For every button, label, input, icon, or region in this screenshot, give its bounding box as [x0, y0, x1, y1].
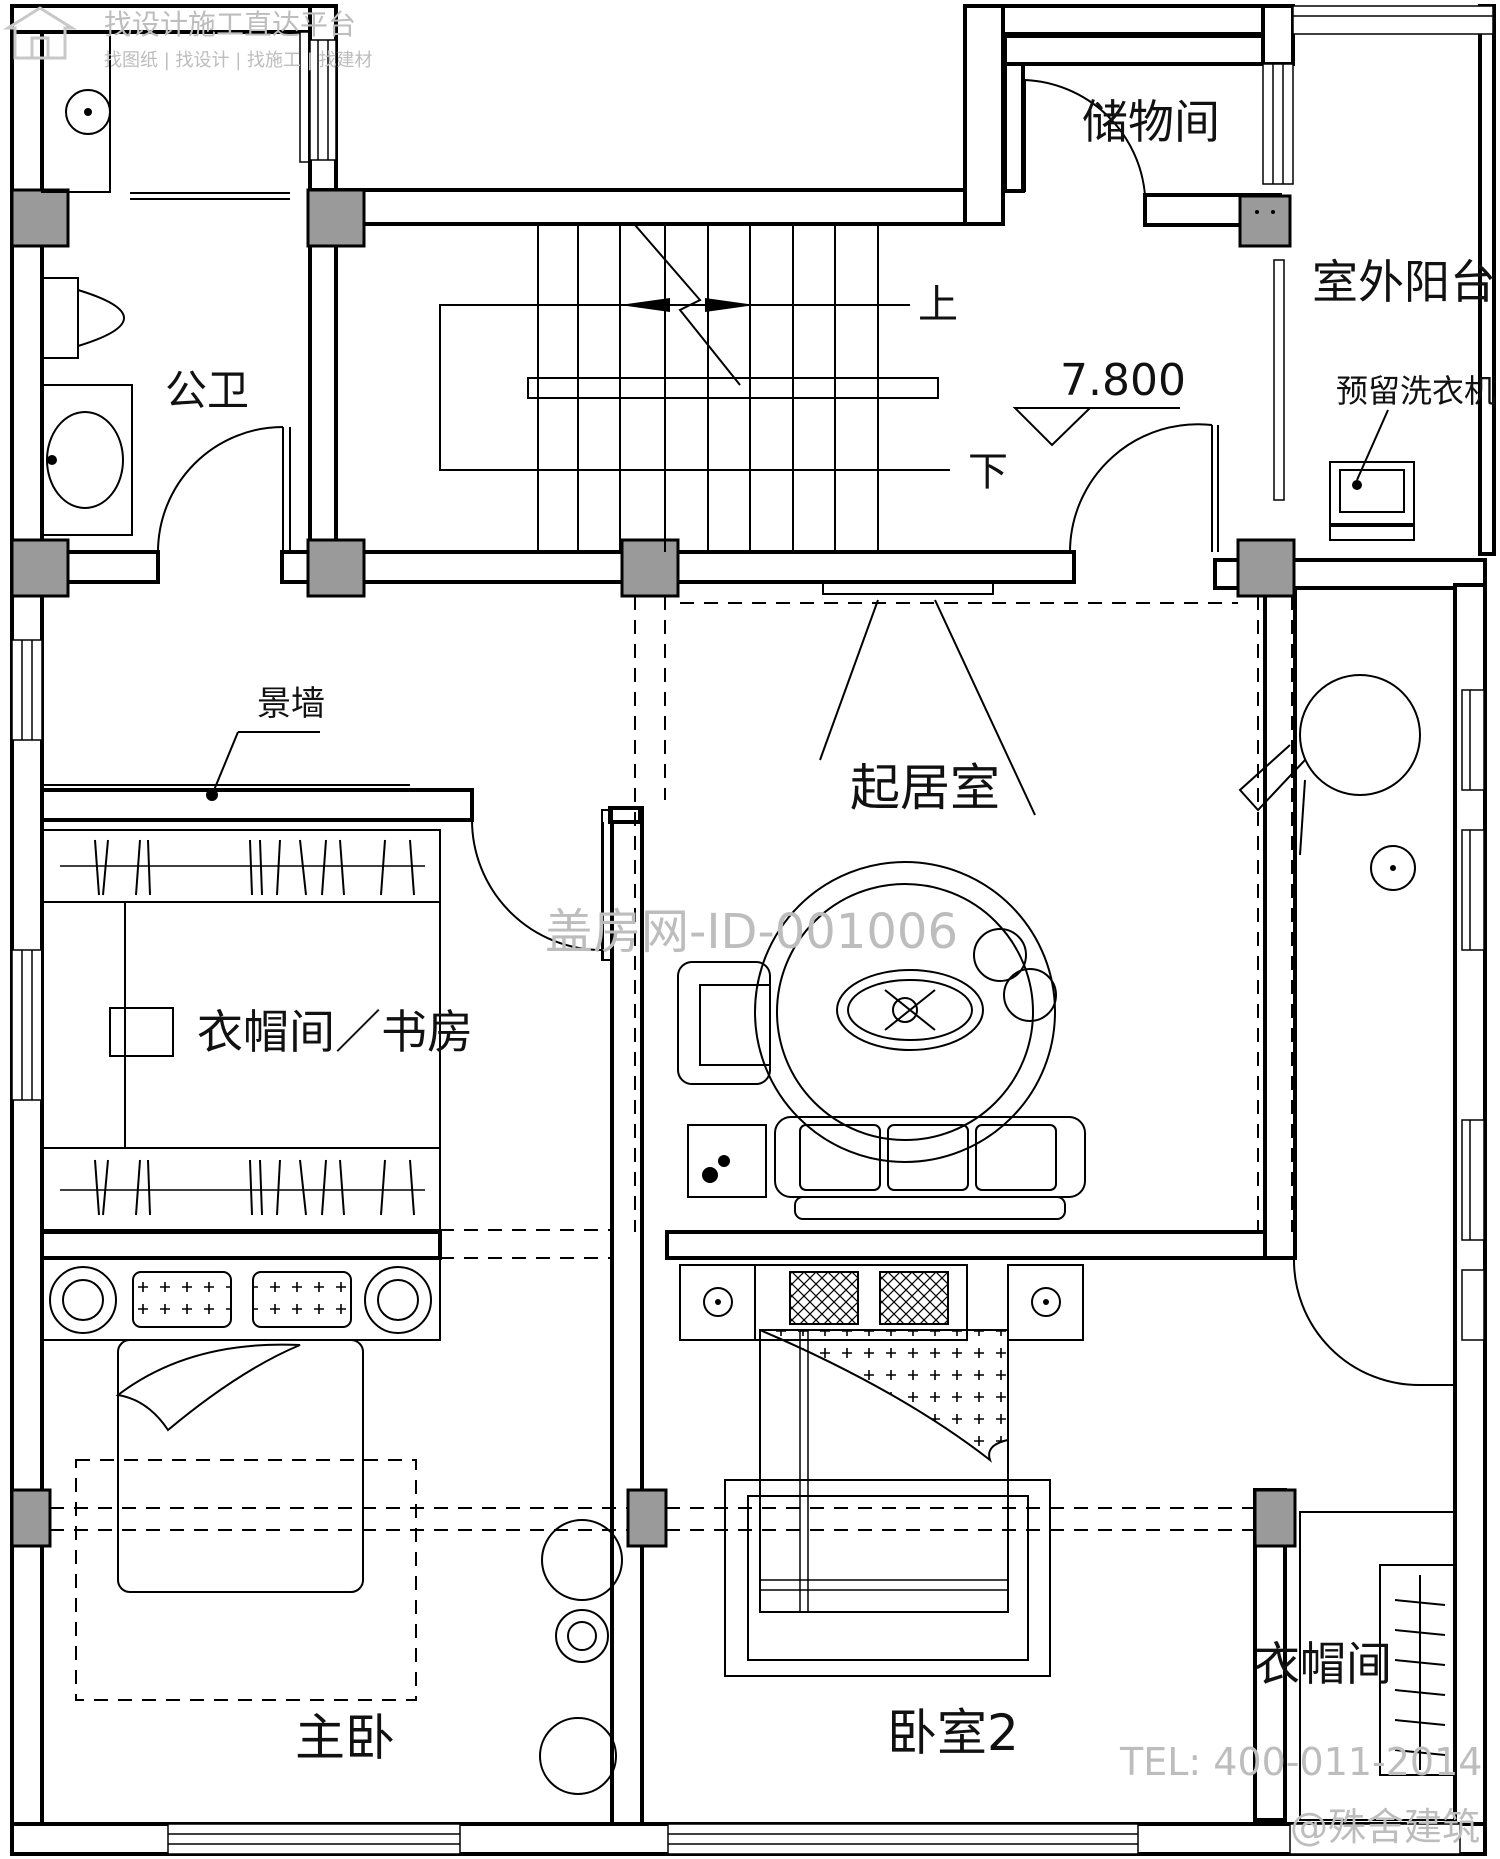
- stair-down-label: 下: [968, 449, 1008, 495]
- sink-icon: [41, 384, 133, 536]
- watermarks: 找设计施工直达平台 找图纸 | 找设计 | 找施工 | 找建材 盖房网-ID-0…: [2, 6, 1482, 1849]
- center-id-watermark: 盖房网-ID-001006: [545, 904, 958, 960]
- washer-label: 预留洗衣机: [1336, 372, 1496, 410]
- author-watermark: @殊舍建筑: [1290, 1805, 1480, 1849]
- bedside-items: [539, 1519, 623, 1795]
- elevation-value: 7.800: [1060, 355, 1186, 406]
- public-bathroom: 公卫: [41, 31, 291, 553]
- armchair-icon: [677, 961, 771, 1085]
- living-room: 景墙 起居室: [42, 581, 1421, 1220]
- shelf-marks-bottom: [94, 1159, 415, 1216]
- outdoor-balcony: 室外阳台 预留洗衣机: [1069, 255, 1496, 553]
- lounge-chair-icon: [1238, 674, 1421, 856]
- beam-lines: [50, 596, 1293, 1531]
- feature-wall-label: 景墙: [257, 684, 325, 724]
- logo-house-icon: [2, 6, 78, 60]
- room-label-closet: 衣帽间: [1254, 1637, 1392, 1691]
- shelf-marks-top: [94, 839, 415, 896]
- stair-up-label: 上: [918, 282, 958, 328]
- room-label-living: 起居室: [850, 759, 1000, 817]
- tel-watermark: TEL: 400-011-2014: [1119, 1740, 1482, 1784]
- elevation-marker: 7.800: [1012, 355, 1186, 447]
- washer-icon: [1329, 461, 1415, 541]
- toilet-icon: [41, 277, 125, 359]
- walls: [10, 4, 1496, 1856]
- room-label-storage: 储物间: [1082, 95, 1220, 149]
- study-room: 衣帽间／书房: [41, 829, 473, 1231]
- columns: [10, 188, 1297, 1548]
- room-label-study: 衣帽间／书房: [197, 1005, 473, 1059]
- room-label-public-bath: 公卫: [165, 366, 249, 415]
- sofa-icon: [774, 1116, 1086, 1220]
- brand-top-text: 找设计施工直达平台: [104, 8, 356, 41]
- staircase: 上 下 7.800: [439, 224, 1186, 552]
- master-bedroom: 主卧: [41, 1257, 623, 1795]
- bedroom-2: 卧室2: [679, 1257, 1455, 1762]
- room-label-bedroom2: 卧室2: [887, 1704, 1019, 1762]
- storage-room: 储物间: [1024, 79, 1292, 248]
- room-label-balcony: 室外阳台: [1312, 255, 1496, 309]
- closet-room: 衣帽间: [1254, 1511, 1456, 1821]
- room-label-master: 主卧: [295, 1709, 395, 1767]
- brand-sub-text: 找图纸 | 找设计 | 找施工 | 找建材: [104, 50, 373, 71]
